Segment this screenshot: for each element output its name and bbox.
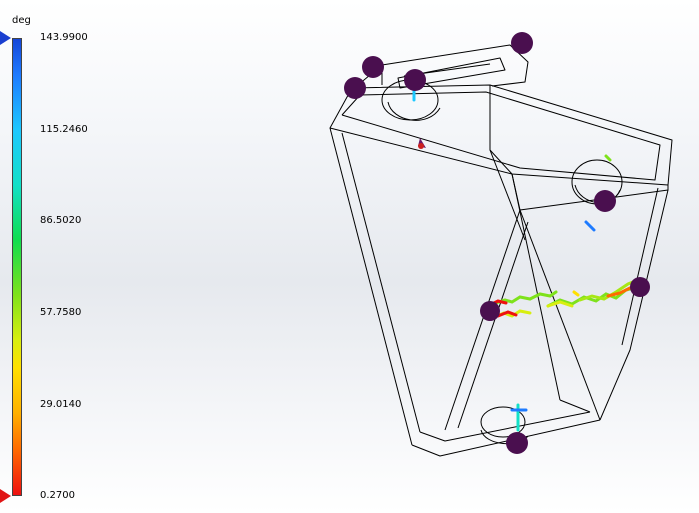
fixture-sphere-icon bbox=[404, 69, 426, 91]
legend-tick-label: 115.2460 bbox=[40, 124, 88, 135]
legend-tick-label: 86.5020 bbox=[40, 215, 82, 226]
fixture-sphere-icon bbox=[630, 277, 650, 297]
model-wireframe bbox=[329, 44, 673, 457]
legend-tick-label: 29.0140 bbox=[40, 399, 82, 410]
fixture-sphere-icon bbox=[506, 432, 528, 454]
result-plot-strips bbox=[412, 87, 640, 432]
legend-unit-label: deg bbox=[12, 15, 31, 26]
legend-tick-label: 0.2700 bbox=[40, 490, 75, 501]
fixture-sphere-icon bbox=[344, 77, 366, 99]
fixture-sphere-icon bbox=[480, 301, 500, 321]
legend-colorbar bbox=[12, 38, 22, 496]
fixture-sphere-icon bbox=[511, 32, 533, 54]
fixture-sphere-icon bbox=[594, 190, 616, 212]
legend-tick-label: 143.9900 bbox=[40, 32, 88, 43]
fixture-sphere-icon bbox=[362, 56, 384, 78]
min-marker-icon bbox=[0, 489, 11, 503]
color-legend: deg 143.9900 115.2460 86.5020 57.7580 29… bbox=[0, 0, 120, 513]
fixture-markers bbox=[344, 32, 650, 454]
max-marker-icon bbox=[0, 31, 11, 45]
load-point-icon bbox=[418, 143, 424, 149]
legend-tick-label: 57.7580 bbox=[40, 307, 82, 318]
